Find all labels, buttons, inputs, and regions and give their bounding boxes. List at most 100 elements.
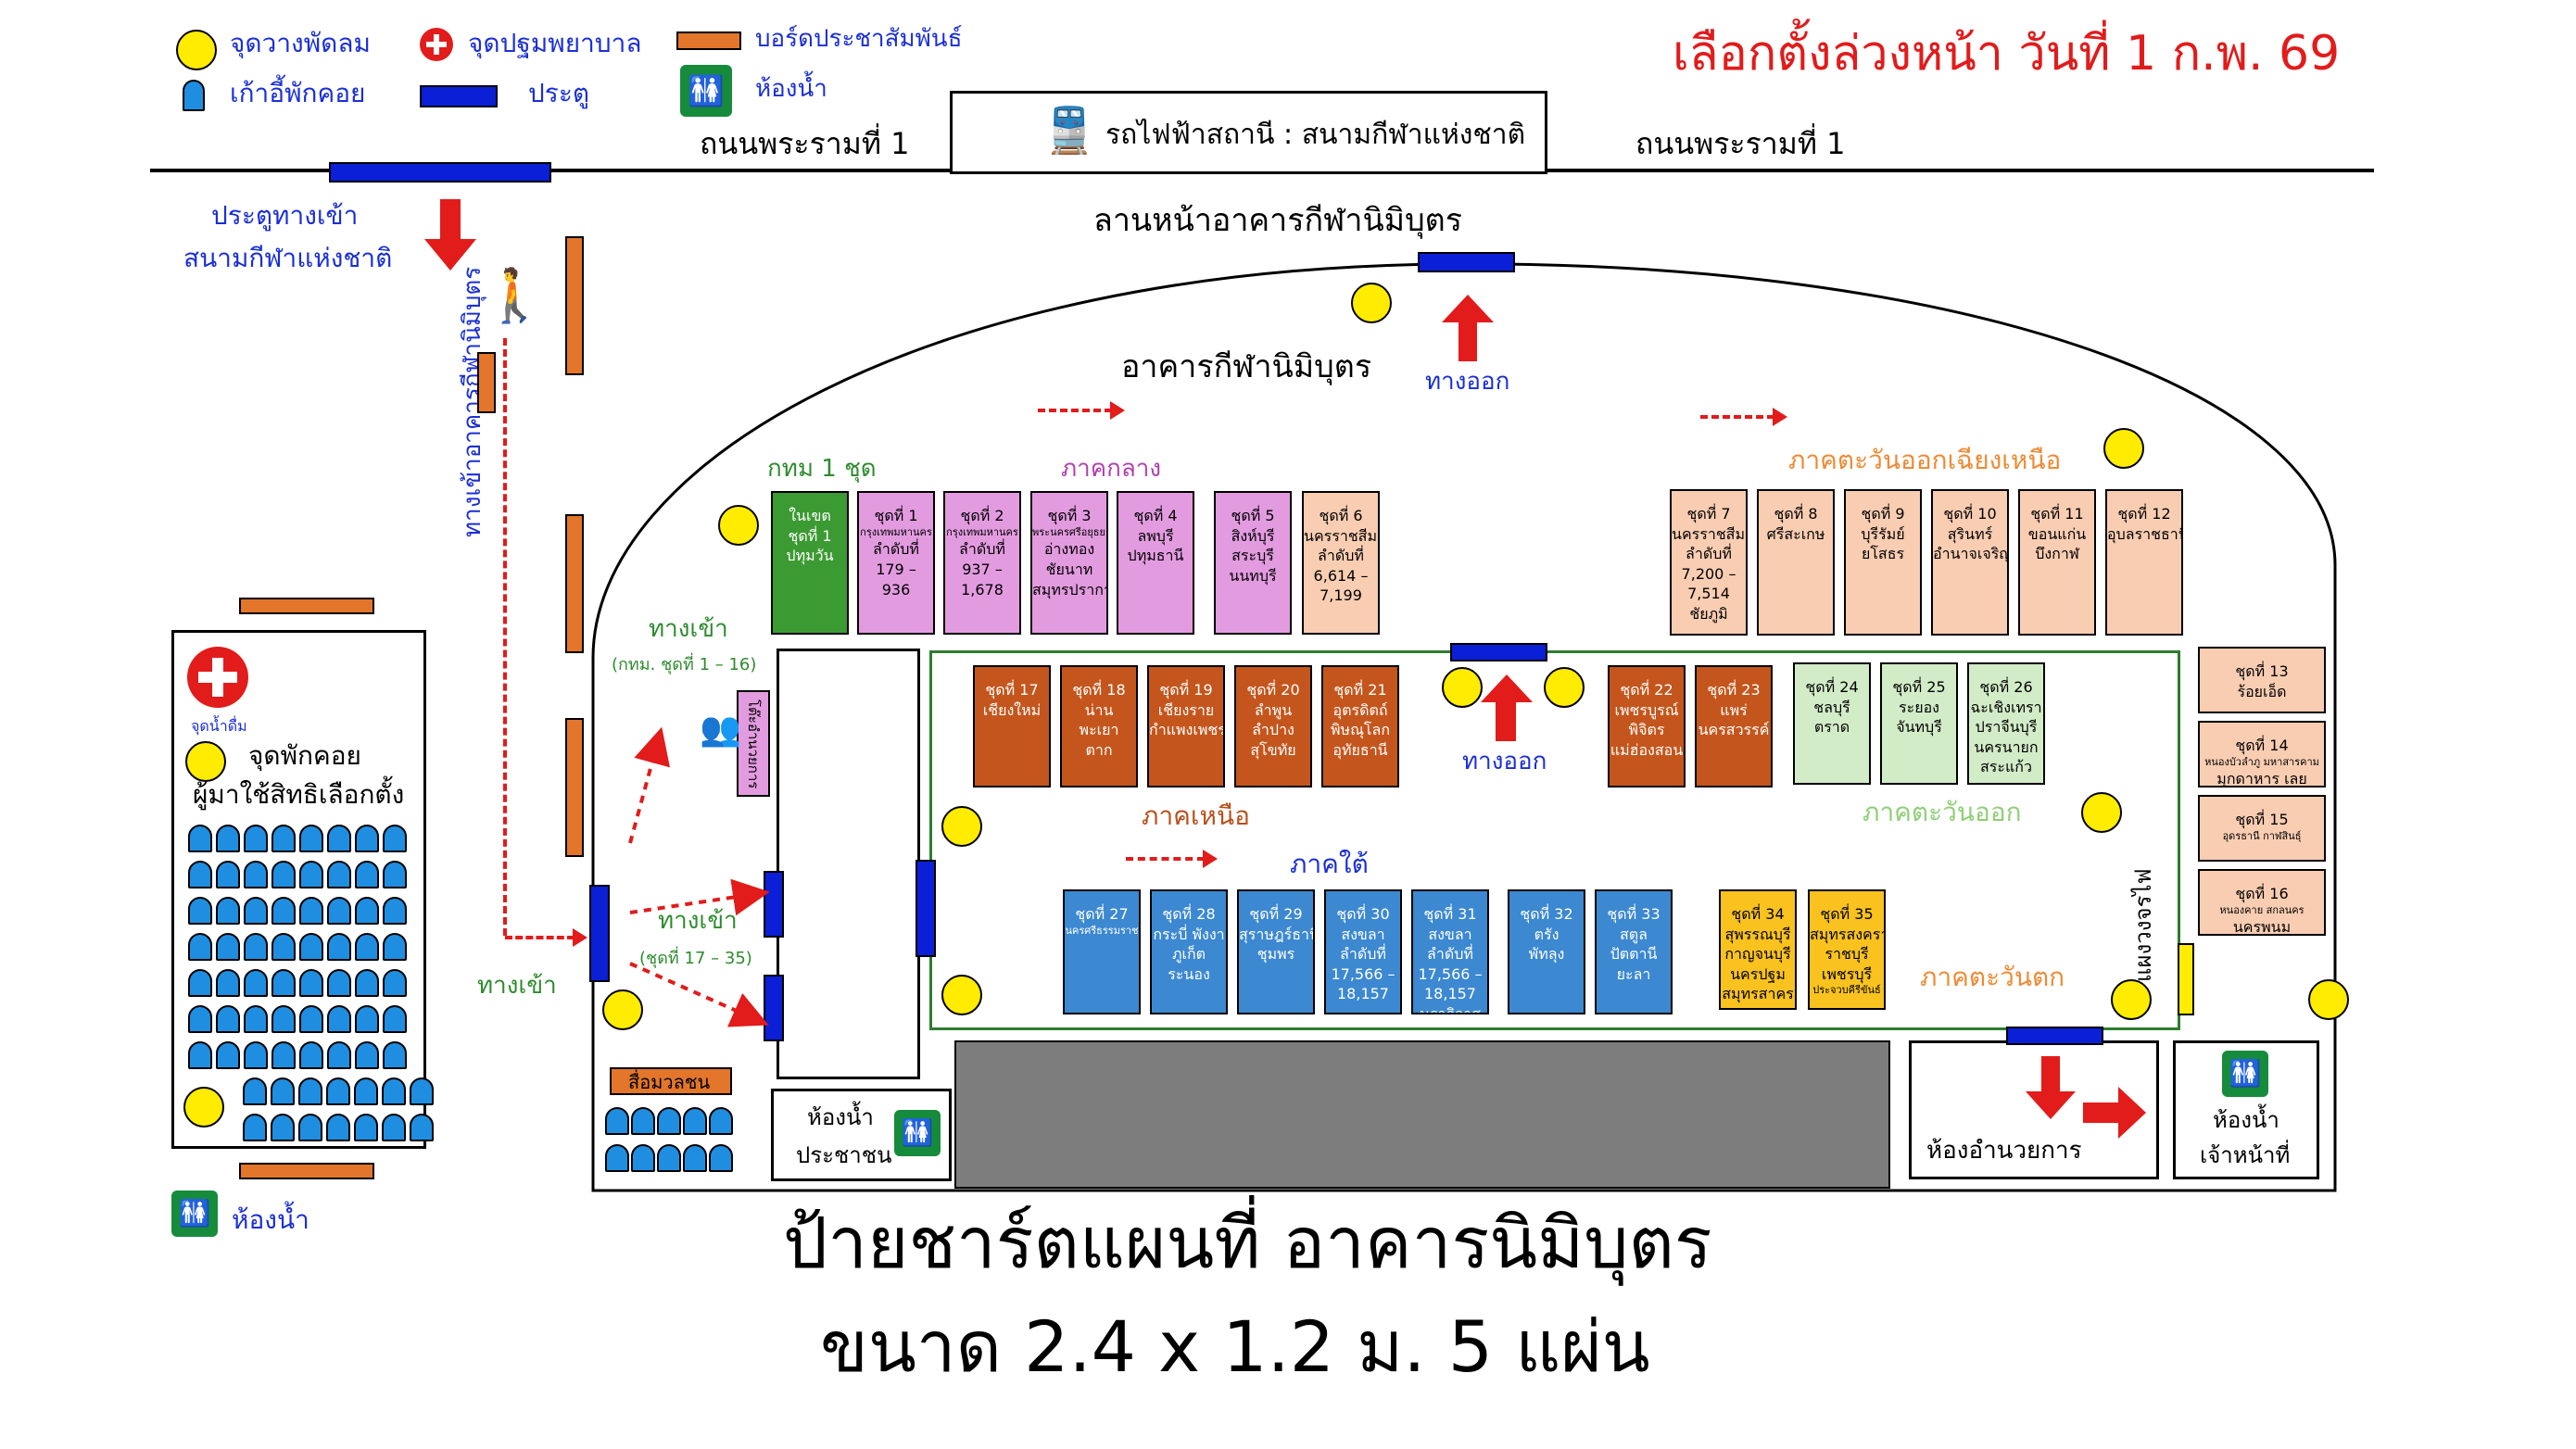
seat-icon — [299, 897, 323, 925]
booth-line: พิจิตร — [1628, 721, 1665, 739]
seat-icon — [354, 1077, 378, 1105]
booth-line: ชุดที่ 15 — [2235, 811, 2289, 828]
booth-line: ชุดที่ 4 — [1133, 507, 1178, 524]
seat-icon — [355, 933, 379, 961]
train-icon: 🚆 — [1042, 105, 1097, 157]
seat-icon — [683, 1144, 707, 1172]
booth-line: ขอนแก่น — [2027, 524, 2087, 543]
seat-icon — [326, 1077, 350, 1105]
caption-line2: ขนาด 2.4 x 1.2 ม. 5 แผ่น — [820, 1305, 1650, 1388]
seat-icon — [299, 1041, 323, 1069]
booth-line: ตราด — [1813, 718, 1850, 737]
seat-icon — [271, 1041, 296, 1069]
booth-line: หนองคาย สกลนคร — [2219, 903, 2305, 916]
region-north-label: ภาคเหนือ — [1142, 800, 1250, 831]
first-aid-icon — [187, 647, 248, 708]
page-title: เลือกตั้งล่วงหน้า วันที่ 1 ก.พ. 69 — [1673, 26, 2341, 82]
booth-line: 18,157 — [1424, 985, 1476, 1003]
booth-line: ชุดที่ 28 — [1162, 905, 1216, 923]
seat-icon — [327, 825, 351, 852]
region-northeast-label: ภาคตะวันออกเฉียงเหนือ — [1788, 445, 2062, 475]
legend-first-aid-label: จุดปฐมพยาบาล — [468, 28, 642, 58]
seat-icon — [244, 861, 268, 888]
staff-restroom-label2: เจ้าหน้าที่ — [2200, 1142, 2291, 1168]
control-room-gate — [2006, 1027, 2103, 1045]
seat-icon — [383, 1041, 407, 1069]
booth-line: ร้อยเอ็ด — [2237, 682, 2287, 700]
booth-line: ชุดที่ 24 — [1805, 678, 1859, 696]
seat-icon — [188, 969, 212, 997]
electric-panel-label: แผงวงจรไฟ — [2130, 868, 2156, 982]
walkway-path — [503, 338, 507, 936]
seat-icon — [271, 897, 296, 925]
booth-line: ชุดที่ 33 — [1607, 905, 1661, 923]
booth-line: ลำดับที่ — [1340, 945, 1386, 964]
drinking-water-label: จุดน้ำดื่ม — [191, 717, 247, 735]
seat-icon — [271, 825, 296, 852]
seat-icon — [382, 1114, 406, 1141]
seat-icon — [327, 897, 351, 925]
booth-line: นครศรีธรรมราช — [1065, 924, 1139, 937]
booth-line: ลำพูน — [1254, 700, 1293, 719]
fan-icon — [941, 806, 982, 847]
seat-icon — [188, 1041, 212, 1069]
legend-restroom-label: ห้องน้ำ — [755, 75, 827, 103]
station-label: รถไฟฟ้าสถานี : สนามกีฬาแห่งชาติ — [1105, 119, 1526, 151]
booth-line: ลพบุรี — [1137, 526, 1174, 545]
booth-line: ชัยภูมิ — [1689, 604, 1728, 623]
booth-line: ยโสธร — [1861, 545, 1905, 563]
waiting-area: จุดน้ำดื่ม จุดพักคอย ผู้มาใช้สิทธิเลือกต… — [171, 630, 426, 1149]
booth-line: ตาก — [1085, 740, 1113, 759]
seat-icon — [188, 825, 212, 852]
seat-icon — [327, 969, 351, 997]
building-label: อาคารกีฬานิมิบุตร — [1121, 348, 1372, 385]
caption-line1: ป้ายชาร์ตแผนที่ อาคารนิมิบุตร — [783, 1202, 1712, 1284]
seat-icon — [383, 933, 407, 961]
booth-line: สมุทรสาคร — [1722, 985, 1794, 1003]
seat-icon — [271, 1005, 296, 1033]
booth-line: พะเยา — [1079, 721, 1119, 739]
seat-icon — [299, 825, 323, 852]
booth-line: 17,566 – — [1331, 964, 1395, 983]
booth-line: 7,199 — [1320, 586, 1362, 605]
entrance2-label: ทางเข้า — [658, 907, 738, 935]
fan-icon — [2103, 428, 2144, 469]
seat-icon — [243, 1114, 267, 1141]
booth-line: ชุดที่ 19 — [1159, 681, 1213, 699]
seat-icon — [244, 969, 268, 997]
restroom-icon: 🚻 — [894, 1110, 941, 1156]
booth-line: ชุดที่ 1 — [788, 526, 832, 545]
booth-line: อ่างทอง — [1043, 540, 1095, 559]
booth-line: ชุดที่ 7 — [1686, 505, 1731, 523]
booth-line: สงขลา — [1428, 925, 1472, 943]
booth-line: กระบี่ พังงา — [1153, 925, 1225, 943]
booth-line: บึงกาฬ — [2035, 545, 2079, 563]
booth-line: เพชรบูรณ์ — [1614, 700, 1679, 719]
board — [565, 718, 584, 857]
seat-icon — [216, 825, 240, 852]
booth-line: กรุงเทพมหานคร — [946, 525, 1018, 538]
booth-line: นครราชสีมา — [1304, 526, 1380, 545]
control-room-label: ห้องอำนวยการ — [1926, 1137, 2082, 1165]
right-arrow-icon — [2083, 1102, 2120, 1123]
media-label: สื่อมวลชน — [628, 1071, 711, 1093]
seat-icon — [383, 1005, 407, 1033]
top-exit-label: ทางออก — [1425, 368, 1510, 396]
booth-line: เชียงใหม่ — [982, 700, 1042, 719]
board — [565, 236, 584, 375]
legend-fan-label: จุดวางพัดลม — [230, 28, 371, 58]
seat-icon — [299, 1005, 323, 1033]
seat-icon — [605, 1107, 629, 1135]
corridor-gate — [915, 860, 936, 957]
booth-line: ชุดที่ 14 — [2235, 737, 2289, 754]
seat-icon — [355, 969, 379, 997]
